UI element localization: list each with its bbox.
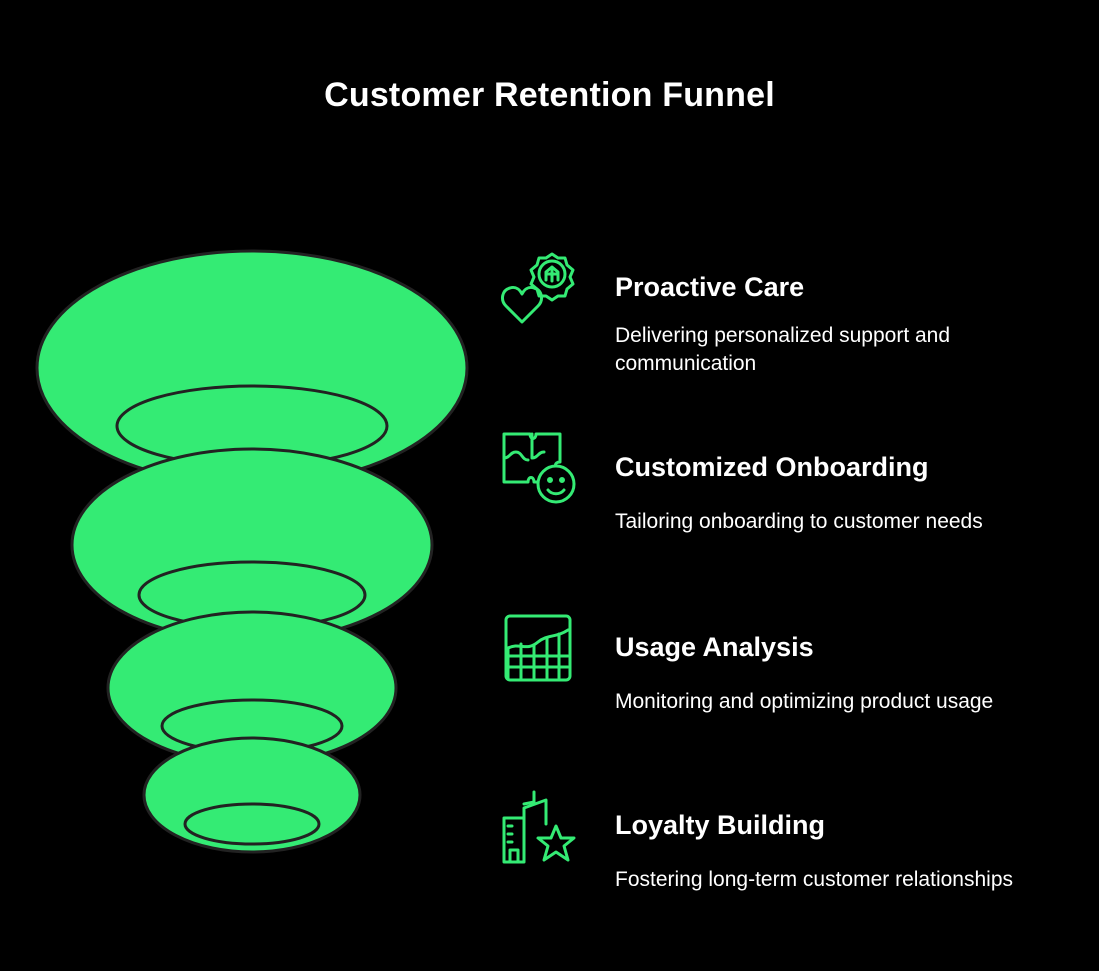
stage-title: Usage Analysis	[615, 632, 814, 662]
funnel-graphic	[35, 249, 469, 854]
puzzle-face-icon	[502, 432, 576, 504]
growth-chart-icon	[504, 614, 572, 682]
stage-loyalty-building: Loyalty Building Fostering long-term cus…	[500, 790, 1080, 910]
stage-proactive-care: Proactive Care Delivering personalized s…	[500, 250, 1080, 375]
stage-usage-analysis: Usage Analysis Monitoring and optimizing…	[500, 612, 1080, 732]
stage-title: Customized Onboarding	[615, 452, 929, 482]
building-star-icon	[502, 790, 576, 864]
funnel-layer-loyalty-building	[142, 736, 362, 854]
stage-customized-onboarding: Customized Onboarding Tailoring onboardi…	[500, 430, 1080, 550]
stage-description: Monitoring and optimizing product usage	[615, 690, 994, 713]
stage-description: Delivering personalized support and comm…	[615, 324, 951, 375]
stage-description: Fostering long-term customer relationshi…	[615, 868, 1013, 891]
stage-title: Proactive Care	[615, 272, 805, 302]
stage-description: Tailoring onboarding to customer needs	[615, 510, 983, 533]
diagram-title: Customer Retention Funnel	[324, 76, 775, 114]
stage-title: Loyalty Building	[615, 810, 826, 840]
heart-gear-icon	[501, 252, 575, 324]
